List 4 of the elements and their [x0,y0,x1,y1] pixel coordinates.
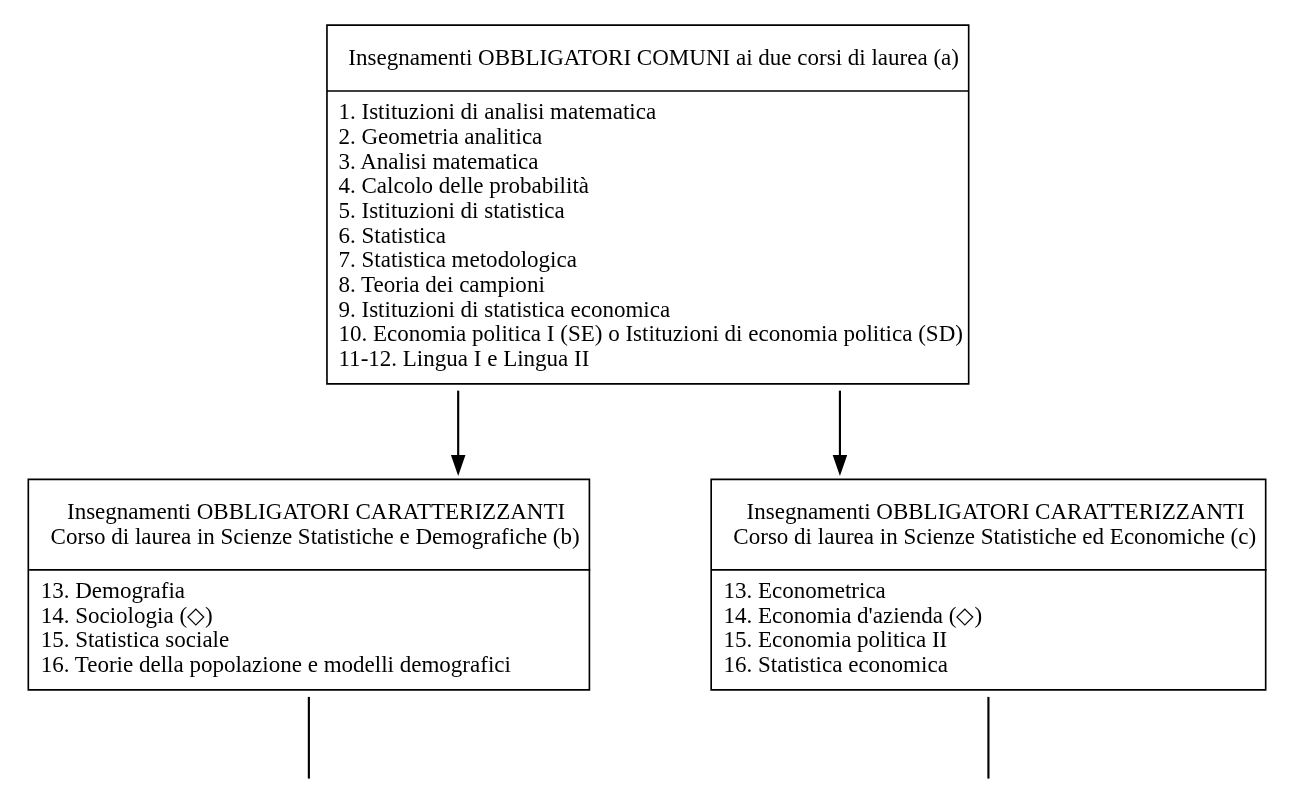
connector [307,696,310,779]
arrow [832,390,848,476]
arrow [450,390,466,476]
connector [987,696,990,779]
